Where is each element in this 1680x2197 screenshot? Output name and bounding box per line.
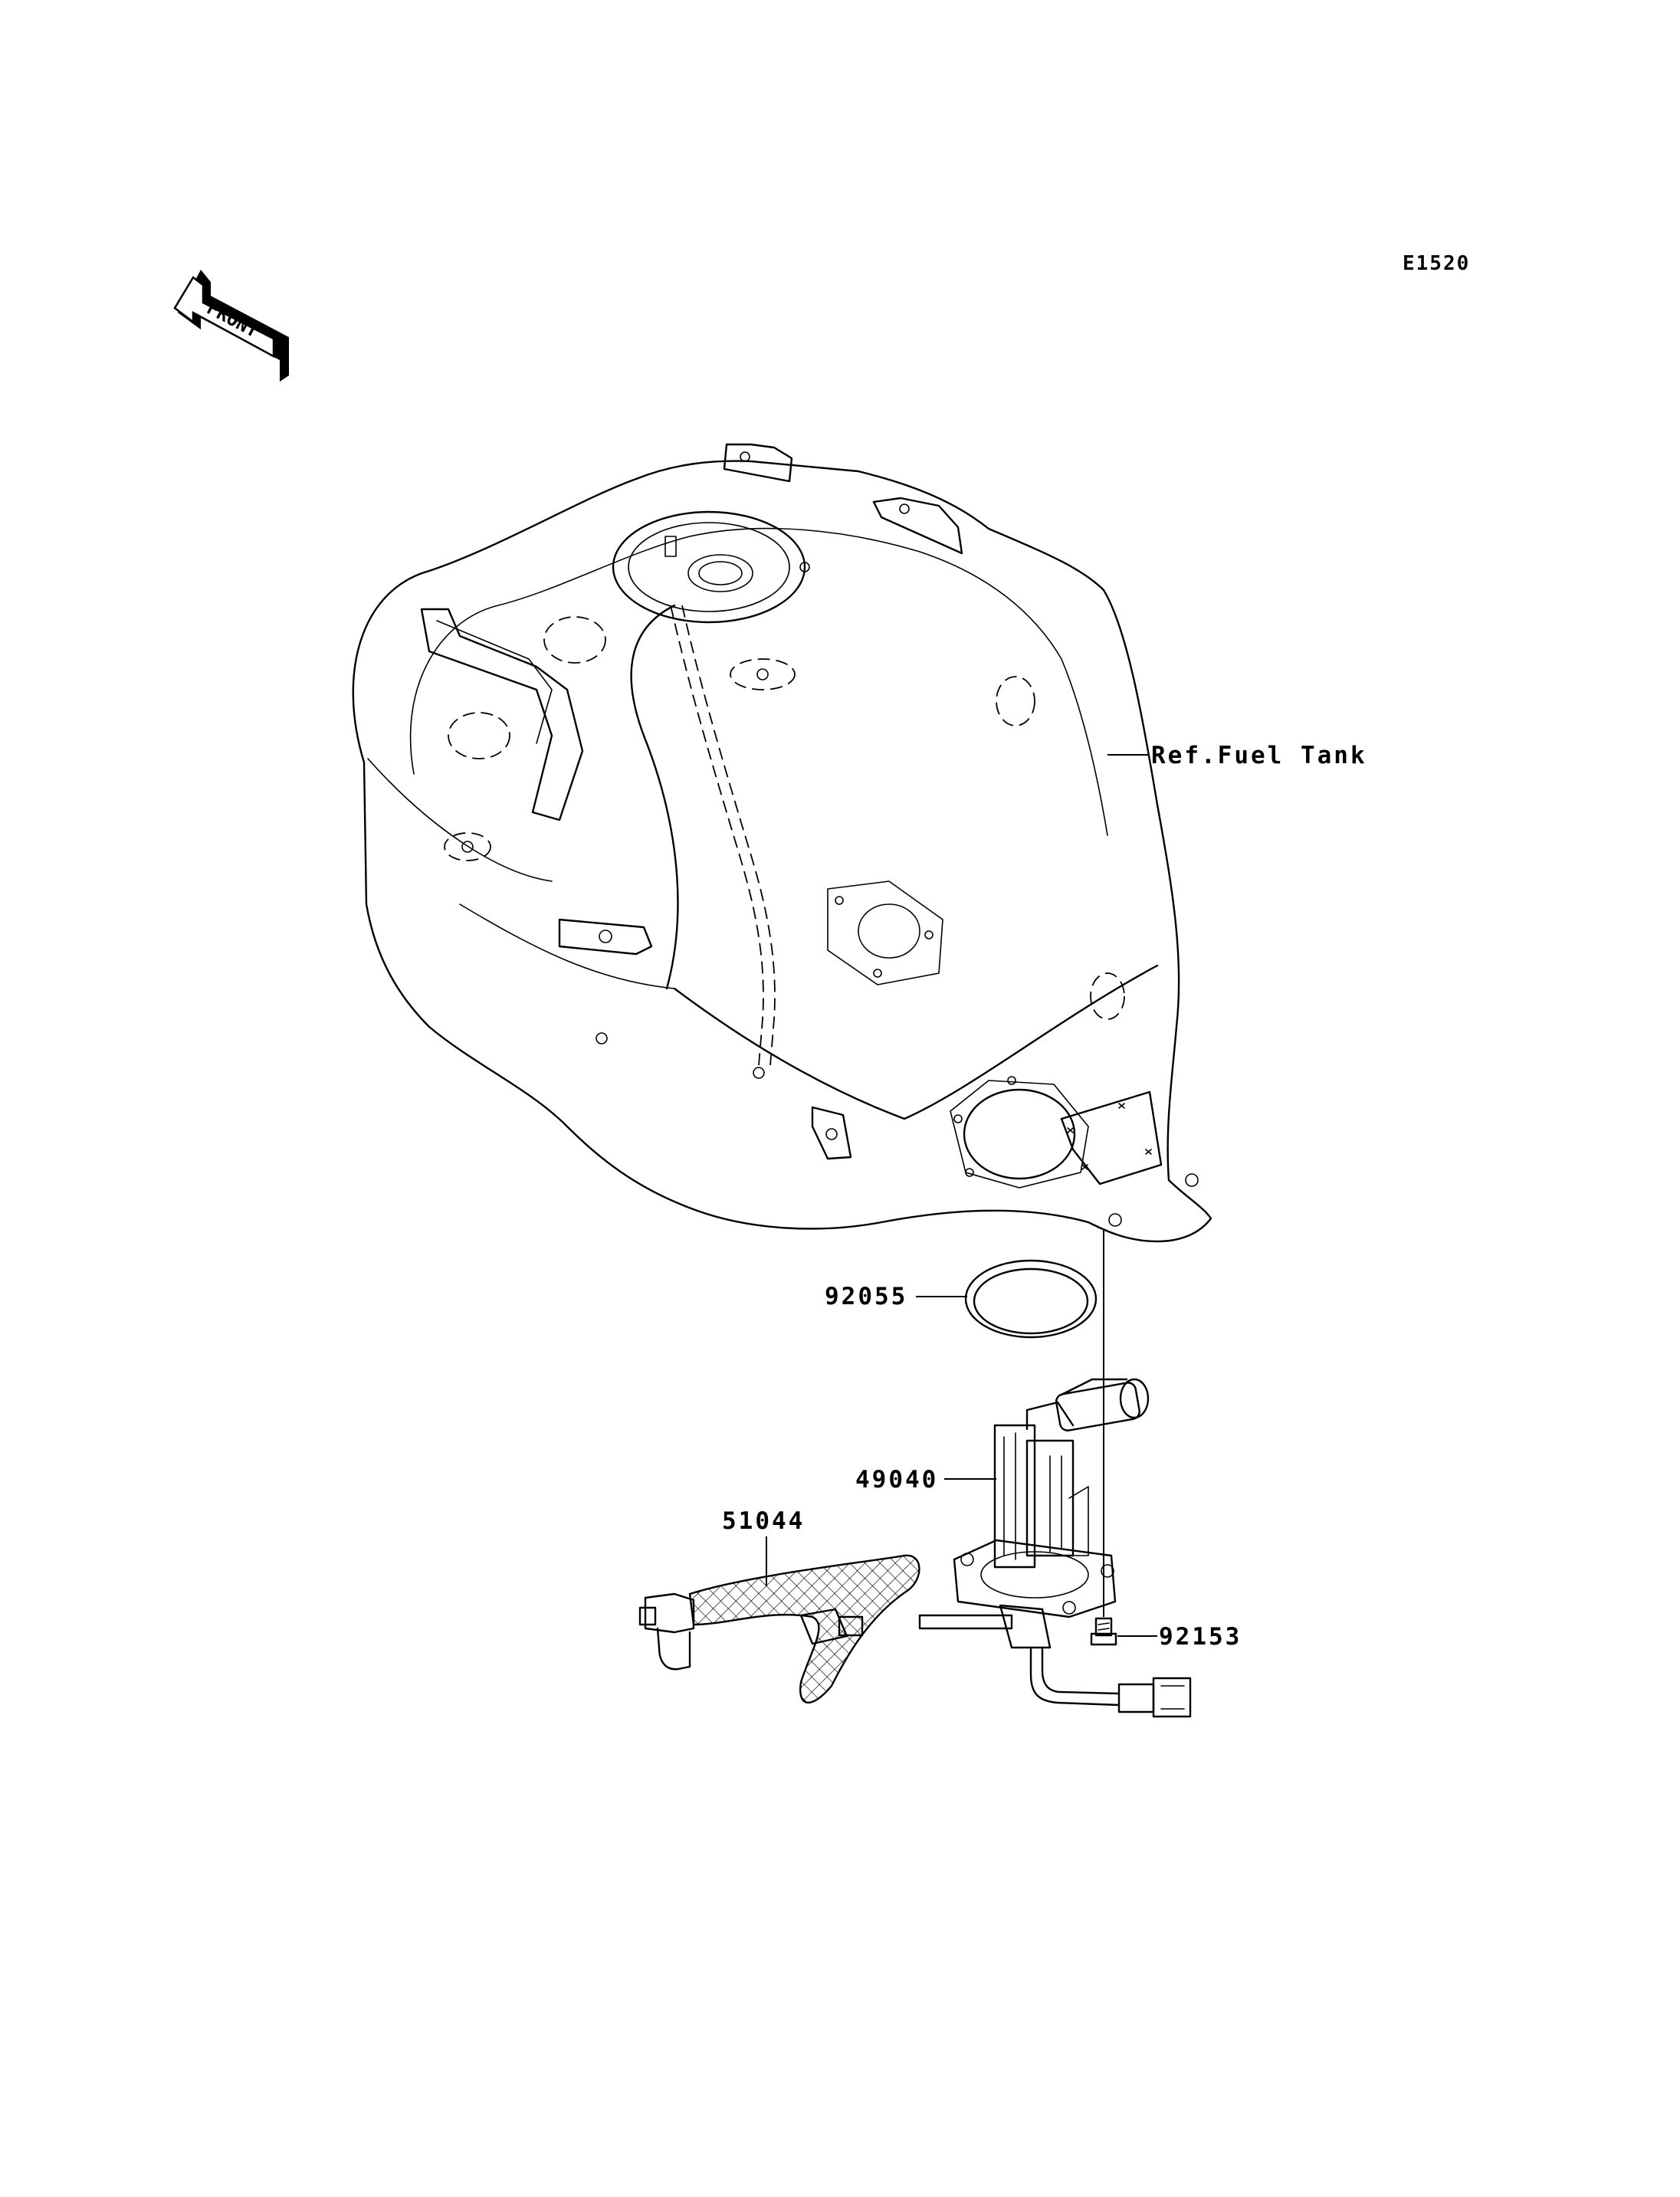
fuel-pump-49040-drawing: [918, 1378, 1192, 1718]
front-arrow-icon: FRONT: [173, 270, 289, 382]
label-49040: 49040: [855, 1466, 938, 1494]
diagram-code: E1520: [1403, 252, 1470, 275]
label-51044: 51044: [722, 1507, 805, 1535]
gasket-92055-drawing: [964, 1259, 1098, 1339]
bolt-92153-drawing: [1090, 1617, 1117, 1646]
label-92055: 92055: [825, 1283, 907, 1310]
label-ref-fuel-tank: Ref.Fuel Tank: [1151, 742, 1367, 769]
label-92153: 92153: [1159, 1623, 1242, 1651]
fuel-hose-51044-drawing: [638, 1554, 920, 1704]
fuel-tank-drawing: [352, 443, 1212, 1243]
